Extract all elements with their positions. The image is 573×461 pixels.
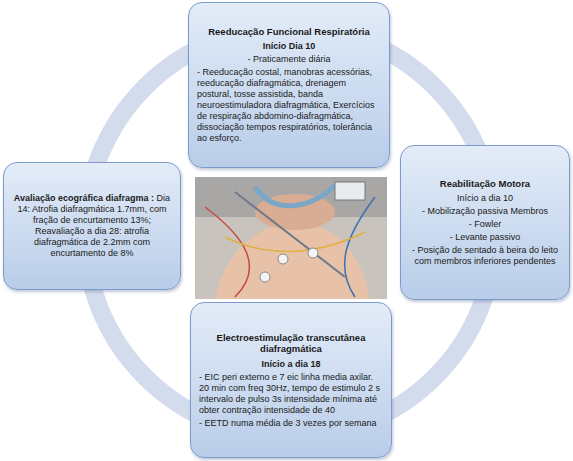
box-heading: Reabilitação Motora: [409, 178, 561, 190]
box-text: Início Dia 10: [197, 41, 381, 52]
electrode: [278, 254, 288, 264]
box-text: - Levante passivo: [409, 232, 561, 243]
process-box: Electroestimulação transcutânea diafragm…: [190, 302, 392, 458]
tube: [235, 192, 345, 277]
process-box: Reabilitação MotoraInício a dia 10 - Mobi…: [400, 145, 570, 300]
process-box: Reeducação Funcional RespiratóriaInício …: [188, 2, 390, 168]
patient-photo: [195, 177, 387, 299]
tube: [255, 185, 335, 206]
process-box: Avaliação ecográfica diafragma : Dia 14:…: [3, 162, 181, 290]
wire: [225, 232, 365, 251]
box-heading: Reeducação Funcional Respiratória: [197, 26, 381, 38]
box-text: - Praticamente diária: [197, 54, 381, 65]
box-text: - Mobilização passiva Membros: [409, 206, 561, 217]
device: [335, 182, 365, 200]
photo-ground: [195, 177, 387, 299]
box-heading: Avaliação ecográfica diafragma :: [14, 193, 154, 203]
box-text: - Posição de sentado à beira do leito co…: [409, 245, 561, 267]
box-text: - Fowler: [409, 219, 561, 230]
box-text: Início a dia 18: [199, 359, 383, 370]
electrode: [308, 248, 318, 258]
wire: [345, 197, 375, 297]
patient-chest: [215, 222, 370, 299]
electrode: [260, 272, 270, 282]
box-text: - Reeducação costal, manobras acessórias…: [197, 67, 381, 144]
box-text: - EIC peri externo e 7 eic linha media a…: [199, 372, 383, 416]
box-heading: Electroestimulação transcutânea diafragm…: [199, 332, 383, 355]
box-text: - EETD numa média de 3 vezes por semana: [199, 418, 383, 429]
box-text: Início a dia 10: [409, 193, 561, 204]
wire: [205, 207, 249, 297]
text-block: Avaliação ecográfica diafragma : Dia 14:…: [12, 193, 172, 259]
